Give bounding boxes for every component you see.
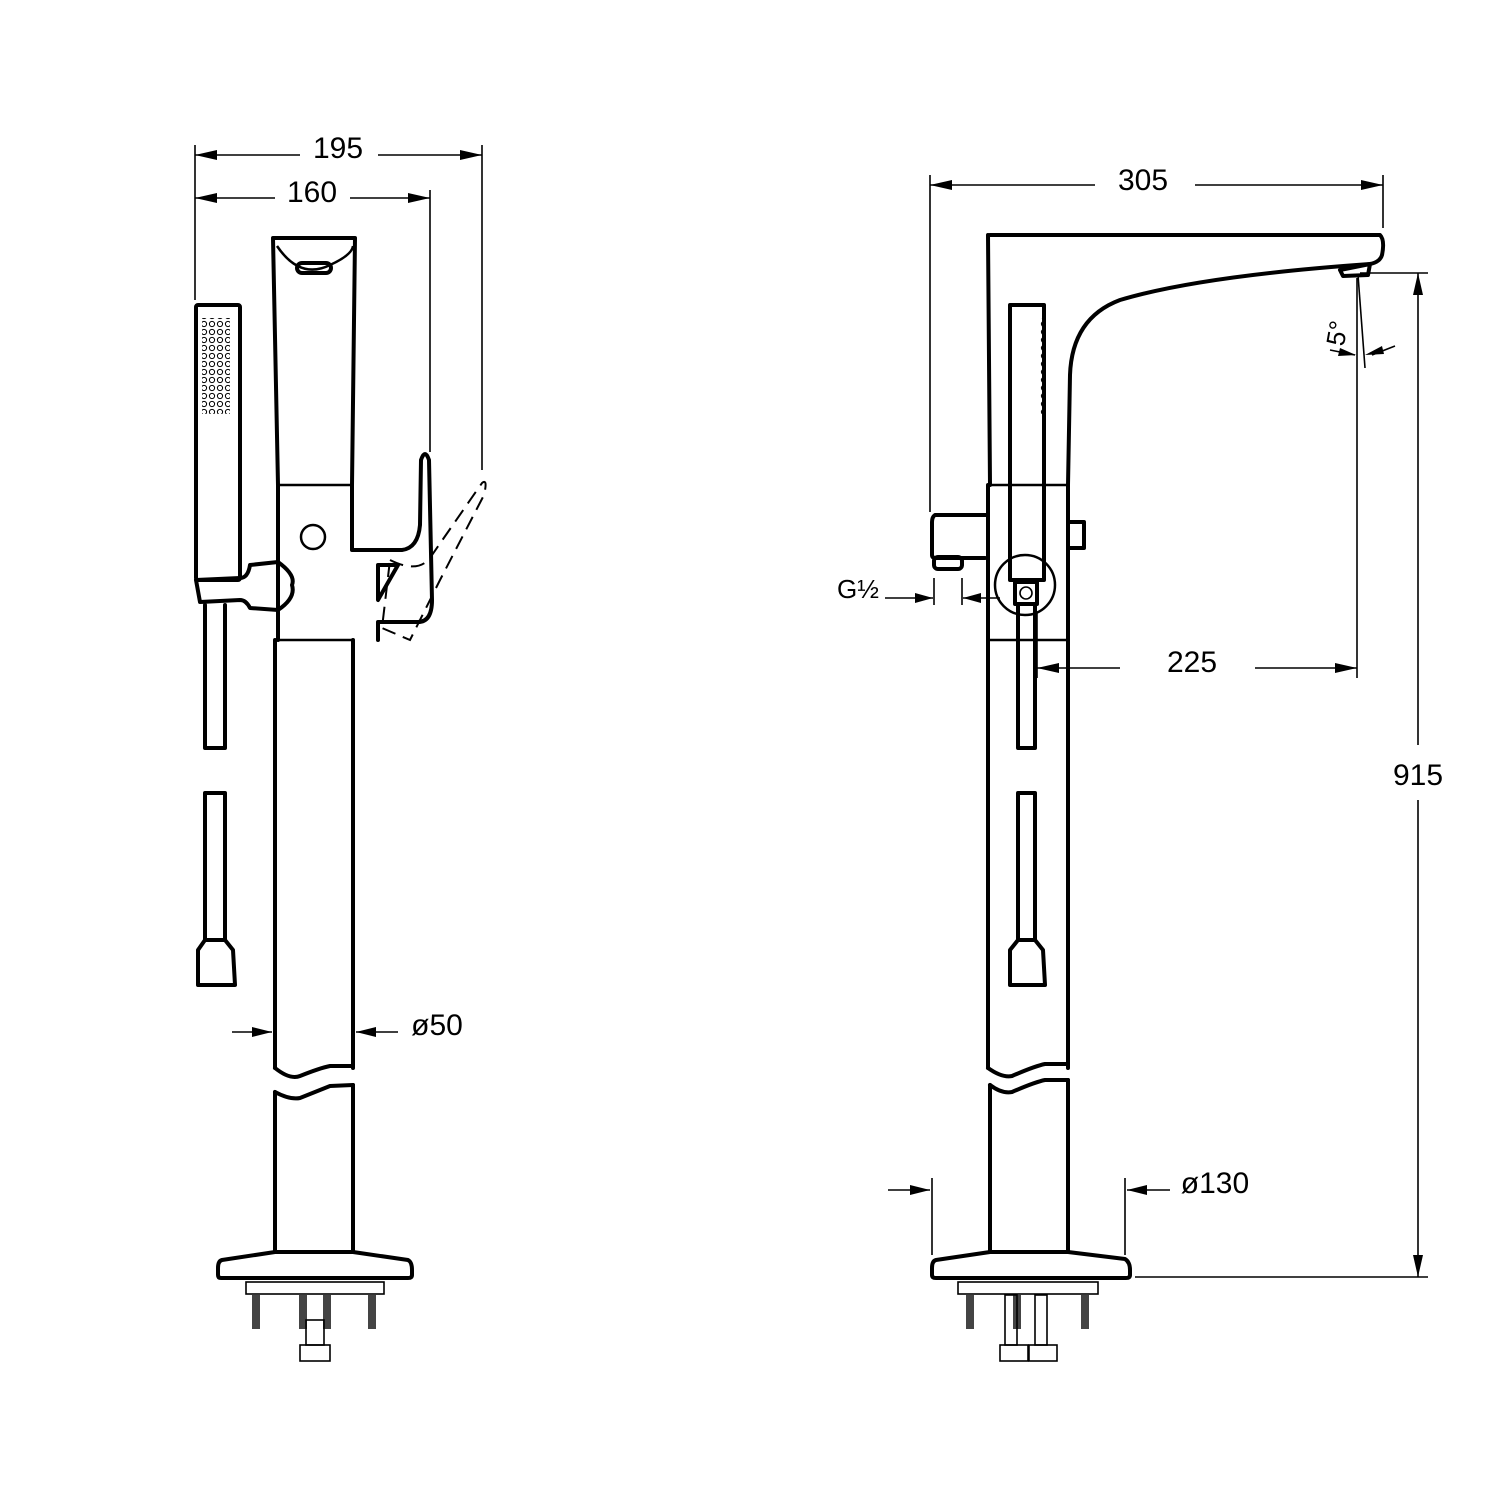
lever-open-position [380, 480, 487, 642]
hand-shower-side [194, 303, 295, 987]
dimension-915-label: 915 [1393, 759, 1443, 792]
dimension-160-label: 160 [287, 176, 337, 209]
dimension-305 [929, 175, 1384, 512]
spray-holes [1040, 318, 1046, 414]
dimension-diameter-50-label: ø50 [411, 1009, 463, 1042]
dimension-195-label: 195 [313, 132, 363, 165]
mounting-kit-side [245, 1281, 385, 1362]
hand-shower-front [993, 303, 1057, 987]
dimension-thread [885, 578, 1000, 605]
column-side [216, 638, 414, 1280]
dimension-225 [1036, 278, 1358, 678]
outlet-connections [930, 483, 1086, 1070]
dimension-diameter-130-label: ø130 [1181, 1167, 1249, 1200]
dimension-160 [195, 190, 431, 452]
side-view: 195 160 [194, 132, 487, 1362]
dimension-diameter-50 [232, 1027, 398, 1037]
cartridge-cap [299, 523, 327, 551]
dimension-thread-label: G½ [837, 574, 879, 604]
spout-side [271, 236, 357, 487]
spray-holes [202, 318, 230, 414]
dimension-angle-label: 5° [1320, 318, 1354, 348]
dimension-225-label: 225 [1167, 646, 1217, 679]
column-front [930, 1062, 1132, 1280]
dimension-diameter-130 [888, 1178, 1170, 1255]
front-view: 305 [837, 164, 1443, 1362]
mixer-body [276, 452, 487, 642]
dimension-angle [1329, 274, 1396, 369]
mounting-kit-front [957, 1281, 1099, 1362]
dimension-915 [1135, 272, 1428, 1278]
dimension-305-label: 305 [1118, 164, 1168, 197]
dimension-195 [194, 145, 483, 470]
spout-front [986, 233, 1386, 487]
